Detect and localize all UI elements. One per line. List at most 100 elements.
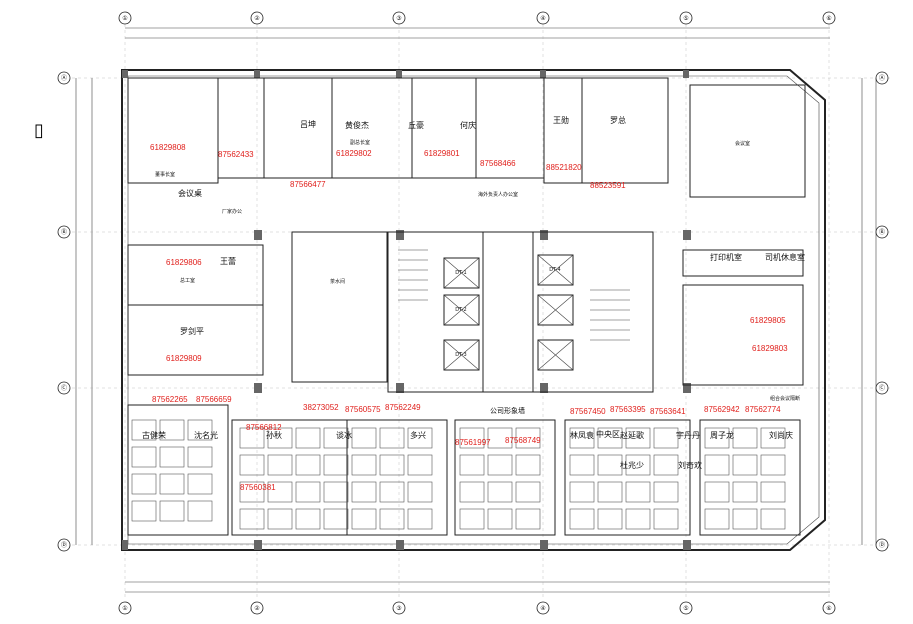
- axis-letter-label: Ⓐ: [61, 74, 67, 82]
- desk: [487, 508, 513, 530]
- occupant-name: 刘奇欢: [678, 460, 702, 470]
- axis-number-label: ①: [122, 15, 127, 22]
- phone-extension: 87562433: [218, 150, 254, 159]
- desk: [515, 454, 541, 476]
- axis-letter-label: Ⓒ: [879, 384, 885, 392]
- phone-extension: 87566477: [290, 180, 326, 189]
- axis-bubble-icon: [822, 601, 836, 615]
- desk: [760, 481, 786, 503]
- phone-extension: 61829808: [150, 143, 186, 152]
- desk: [351, 481, 377, 503]
- occupant-name: 林凤袁: [570, 430, 594, 440]
- desk: [267, 481, 293, 503]
- desk: [653, 454, 679, 476]
- desk: [267, 508, 293, 530]
- axis-bubble-icon: [822, 11, 836, 25]
- desk: [407, 427, 433, 449]
- occupant-name: 黄俊杰: [345, 120, 369, 130]
- phone-extension: 61829803: [752, 344, 788, 353]
- driver-room-label: 司机休息室: [765, 252, 805, 262]
- desk: [379, 508, 405, 530]
- phone-extension: 61829805: [750, 316, 786, 325]
- axis-bubble-icon: [536, 601, 550, 615]
- desk: [704, 427, 730, 449]
- side-square-glyph: ▯: [34, 120, 44, 141]
- desk: [159, 473, 185, 495]
- desk: [407, 481, 433, 503]
- printer-room-label: 打印机室: [710, 252, 742, 262]
- desk: [459, 481, 485, 503]
- occupant-name: 周子龙: [710, 430, 734, 440]
- occupant-name: 吕坤: [300, 119, 316, 129]
- occupant-name: 中央区: [596, 429, 620, 439]
- axis-letter-label: Ⓐ: [879, 74, 885, 82]
- desk: [295, 508, 321, 530]
- desk: [239, 508, 265, 530]
- occupant-name: 古健荣: [142, 430, 166, 440]
- tea-room-label: 茶水间: [330, 278, 345, 285]
- axis-number-label: ①: [122, 605, 127, 612]
- desk: [515, 508, 541, 530]
- desk: [569, 481, 595, 503]
- phone-extension: 87563395: [610, 405, 646, 414]
- elevator-label: DT-2: [455, 307, 466, 313]
- desk: [732, 481, 758, 503]
- desk: [732, 454, 758, 476]
- desk: [267, 427, 293, 449]
- desk: [459, 454, 485, 476]
- desk: [379, 481, 405, 503]
- phone-extension: 87566659: [196, 395, 232, 404]
- axis-number-label: ②: [254, 15, 260, 22]
- occupant-name: 沈名光: [194, 430, 218, 440]
- desk: [323, 481, 349, 503]
- axis-bubble-icon: [250, 601, 264, 615]
- desk: [653, 427, 679, 449]
- desk: [239, 481, 265, 503]
- phone-extension: 38273052: [303, 403, 339, 412]
- desk: [515, 427, 541, 449]
- axis-bubble-icon: [875, 381, 889, 395]
- axis-bubble-icon: [679, 11, 693, 25]
- axis-bubble-icon: [57, 381, 71, 395]
- desk: [597, 454, 623, 476]
- desk: [407, 508, 433, 530]
- axis-bubble-icon: [392, 11, 406, 25]
- desk: [187, 446, 213, 468]
- desk: [379, 427, 405, 449]
- desk: [732, 508, 758, 530]
- desk: [569, 427, 595, 449]
- desk: [760, 508, 786, 530]
- axis-bubble-icon: [57, 225, 71, 239]
- elevator-label: DT-4: [549, 267, 560, 273]
- axis-number-label: ③: [396, 605, 401, 612]
- desk: [597, 508, 623, 530]
- occupant-name: 何庆: [460, 120, 476, 130]
- desk: [569, 508, 595, 530]
- desk: [459, 508, 485, 530]
- axis-bubble-icon: [57, 538, 71, 552]
- phone-extension: 87566812: [246, 423, 282, 432]
- occupant-name: 丘豪: [408, 120, 424, 130]
- chairman-room-label: 董事长室: [155, 171, 175, 178]
- axis-letter-label: Ⓑ: [61, 228, 67, 236]
- phone-extension: 87562249: [385, 403, 421, 412]
- desk: [267, 454, 293, 476]
- desk: [704, 508, 730, 530]
- desk: [625, 454, 651, 476]
- desk: [295, 481, 321, 503]
- phone-extension: 87562265: [152, 395, 188, 404]
- desk: [323, 427, 349, 449]
- elevator-label: DT-1: [455, 270, 466, 276]
- axis-bubble-icon: [679, 601, 693, 615]
- desk: [187, 500, 213, 522]
- desk: [597, 427, 623, 449]
- phone-extension: 87562774: [745, 405, 781, 414]
- axis-letter-label: Ⓓ: [879, 541, 885, 549]
- occupant-name: 宇丹丹: [676, 430, 700, 440]
- elevator-label: DT-3: [455, 352, 466, 358]
- axis-letter-label: Ⓑ: [879, 228, 885, 236]
- occupant-name: 罗总: [610, 115, 626, 125]
- occupant-name: 会议桌: [178, 188, 202, 198]
- phone-extension: 87560381: [240, 483, 276, 492]
